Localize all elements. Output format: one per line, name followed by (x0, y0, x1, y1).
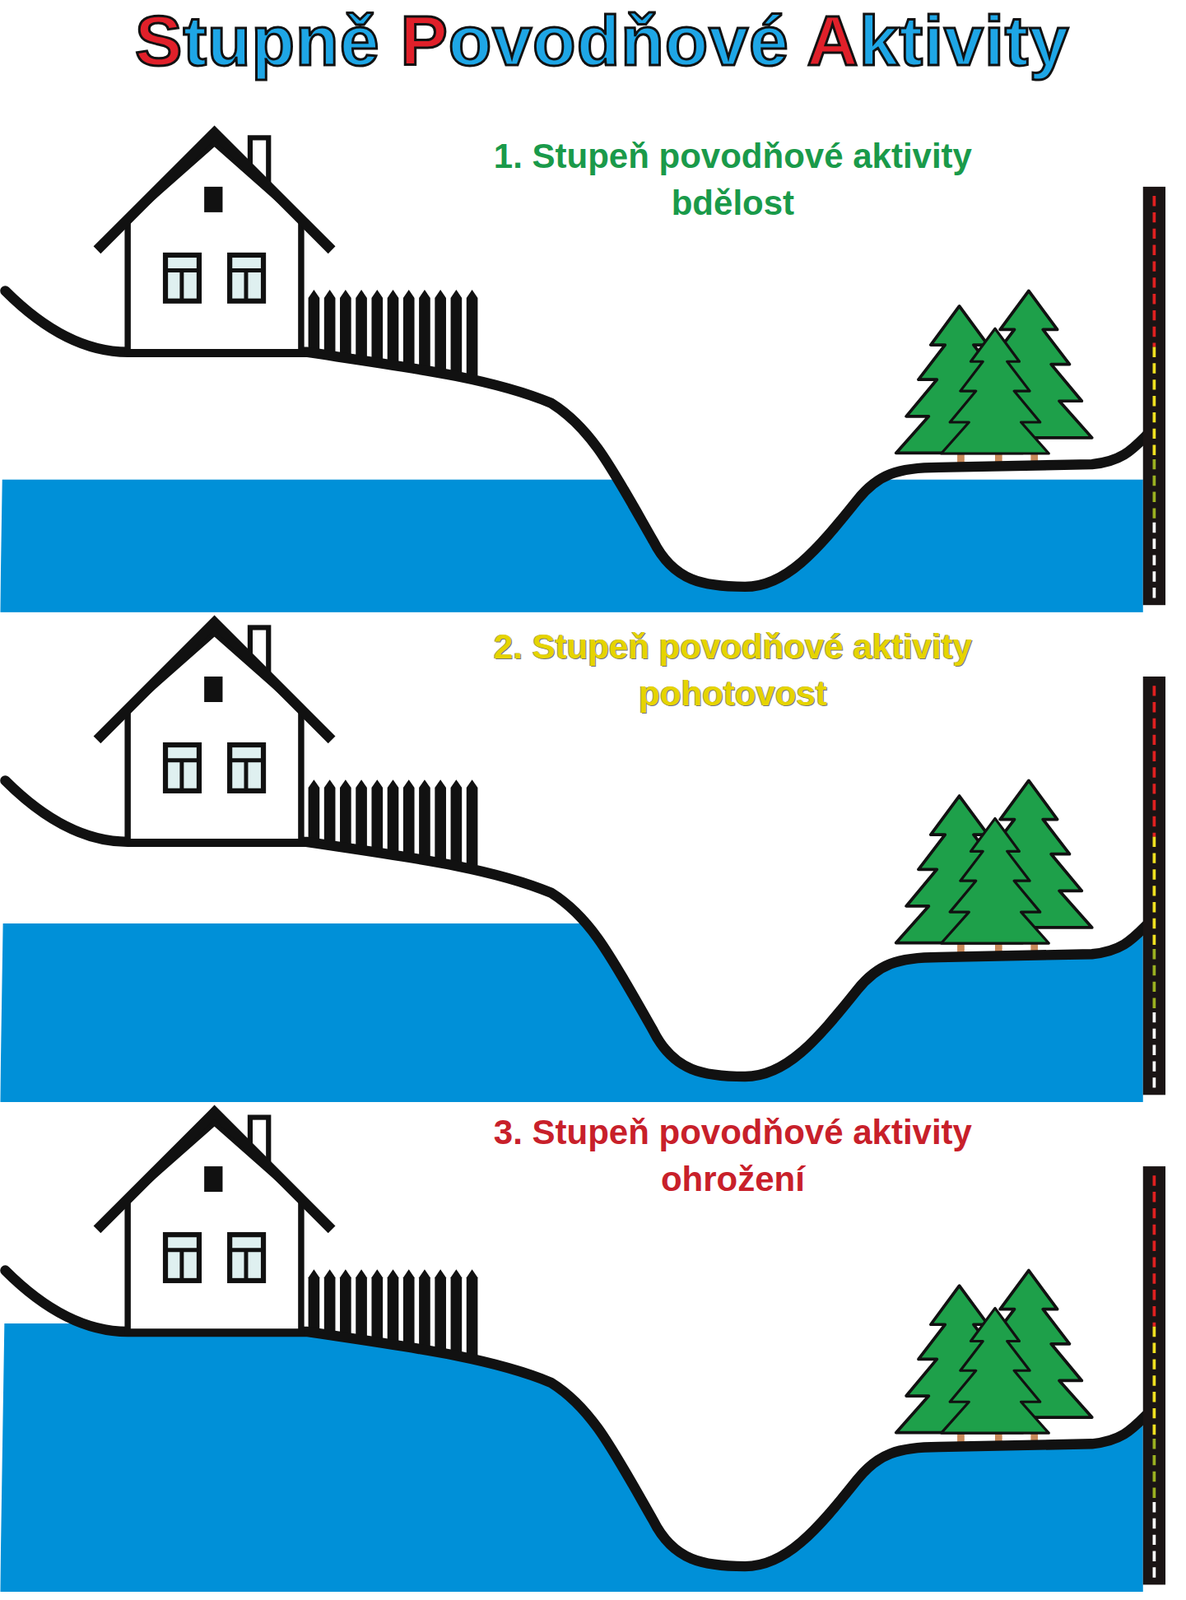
stage-name: ohrožení (660, 1160, 805, 1199)
house (97, 1111, 332, 1332)
trees (896, 1270, 1093, 1444)
stage-heading: 1. Stupeň povodňové aktivity (493, 137, 973, 176)
water-gauge (1143, 676, 1166, 1095)
water-gauge (1143, 1166, 1166, 1585)
water (0, 479, 1144, 613)
water (0, 1323, 1144, 1592)
stage-name: bdělost (671, 184, 795, 223)
stage-heading: 3. Stupeň povodňové aktivity (493, 1113, 973, 1152)
trees (896, 290, 1093, 464)
trees (896, 780, 1093, 954)
water (0, 923, 1144, 1103)
stage-name: pohotovost (638, 674, 828, 713)
house (97, 132, 332, 353)
house (97, 622, 332, 842)
water-gauge (1143, 186, 1166, 605)
stage-heading: 2. Stupeň povodňové aktivity (493, 627, 973, 666)
title: Stupně Povodňové Aktivity (134, 1, 1070, 80)
